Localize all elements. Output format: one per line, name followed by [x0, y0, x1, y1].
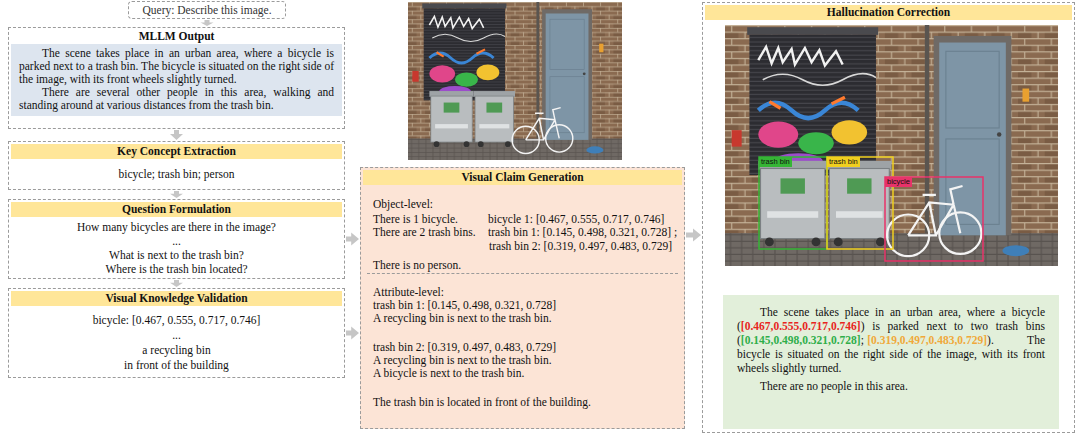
panel-heading: Visual Claim Generation — [363, 170, 682, 185]
flow-arrow — [170, 191, 183, 198]
text-run: [0.319,0.497,0.483,0.729] — [867, 334, 987, 346]
text-line: bicycle: [0.467, 0.555, 0.717, 0.746] — [9, 313, 344, 328]
panel-body: Object-level: There is 1 bicycle. bicycle … — [361, 168, 684, 428]
text-run: [0.145,0.498,0.321,0.728] — [741, 334, 861, 346]
corrected-text-box: The scene takes place in an urban area, … — [723, 295, 1059, 429]
query-box: Query: Describe this image. — [128, 1, 286, 19]
claim-panel: Visual Claim GenerationObject-level: Ther… — [360, 167, 685, 429]
text-line: ... — [9, 328, 344, 343]
panel-heading: Question Formulation — [11, 202, 342, 217]
text-line: ... — [9, 234, 344, 248]
separator-line — [367, 273, 678, 274]
box-label: trash bin — [827, 157, 860, 167]
flow-arrow — [170, 280, 183, 287]
claim-text: trash bin 2: [0.319, 0.497, 0.483, 0.729… — [373, 341, 556, 354]
claim-text: A bicycle is next to the trash bin. — [373, 367, 524, 380]
text-line: Query: Describe this image. — [129, 2, 285, 18]
paragraph: There are several other people in this a… — [19, 86, 334, 112]
text-line: bicycle; trash bin; person — [9, 167, 344, 181]
paragraph: The scene takes place in an urban area, … — [737, 305, 1045, 375]
text-line: How many bicycles are there in the image… — [9, 220, 344, 234]
claim-text: A recycling bin is next to the trash bin… — [373, 312, 552, 325]
paragraph: There are no people in this area. — [737, 379, 1045, 393]
step-panel: Key Concept Extraction bicycle; trash bin… — [8, 141, 345, 190]
bounding-box — [885, 177, 983, 261]
paragraph: The scene takes place in an urban area, … — [19, 47, 334, 86]
text-line: in front of the building — [9, 358, 344, 373]
box-label: bicycle — [885, 177, 912, 187]
claim-text: bicycle 1: [0.467, 0.555, 0.717, 0.746] — [488, 213, 664, 226]
bounding-box — [759, 157, 827, 249]
bounding-box — [827, 157, 893, 249]
result-panel: Hallucination CorrectionThe scene takes … — [702, 2, 1075, 433]
text-run: ; — [861, 334, 864, 346]
box-label: trash bin — [759, 157, 792, 167]
panel-body: Query: Describe this image. — [129, 2, 285, 18]
claim-text: Attribute-level: — [373, 286, 444, 299]
flow-arrow — [201, 20, 214, 26]
panel-heading: MLLM Output — [9, 28, 344, 44]
panel-body: How many bicycles are there in the image… — [9, 217, 344, 276]
step-panel: Question FormulationHow many bicycles ar… — [8, 199, 345, 279]
flow-arrow — [346, 233, 359, 246]
panel-heading: Hallucination Correction — [705, 5, 1072, 20]
output-photo — [725, 25, 1058, 266]
flow-arrow — [170, 130, 183, 140]
claim-text: Object-level: — [373, 198, 433, 211]
claim-text: trash bin 1: [0.145, 0.498, 0.321, 0.728… — [488, 226, 677, 239]
panel-heading: Key Concept Extraction — [11, 144, 342, 159]
text-run: [0.467,0.555,0.717,0.746] — [741, 320, 861, 332]
flow-arrow — [686, 229, 701, 242]
text-line: a recycling bin — [9, 343, 344, 358]
flow-arrow — [346, 327, 359, 340]
claim-text: The trash bin is located in front of the… — [373, 396, 591, 409]
panel-body: bicycle: [0.467, 0.555, 0.717, 0.746]...… — [9, 306, 344, 373]
panel-body: The scene takes place in an urban area, … — [737, 305, 1045, 393]
text-line: Where is the trash bin located? — [9, 262, 344, 276]
input-photo — [408, 2, 622, 160]
output-panel: MLLM OutputThe scene takes place in an u… — [8, 27, 345, 129]
claim-text: There are 2 trash bins. — [373, 226, 476, 239]
claim-text: trash bin 2: [0.319, 0.497, 0.483, 0.729… — [489, 240, 672, 253]
text-line: What is next to the trash bin? — [9, 248, 344, 262]
claim-text: A recycling bin is next to the trash bin… — [373, 354, 552, 367]
text-run: There are no people in this area. — [760, 380, 908, 392]
panel-heading: Visual Knowledge Validation — [11, 291, 342, 306]
panel-body: bicycle; trash bin; person — [9, 159, 344, 181]
claim-text: trash bin 1: [0.145, 0.498, 0.321, 0.728… — [373, 299, 556, 312]
claim-text: There is no person. — [373, 259, 461, 272]
claim-text: There is 1 bicycle. — [373, 213, 458, 226]
panel-body: The scene takes place in an urban area, … — [11, 44, 342, 116]
step-panel: Visual Knowledge Validationbicycle: [0.4… — [8, 288, 345, 378]
